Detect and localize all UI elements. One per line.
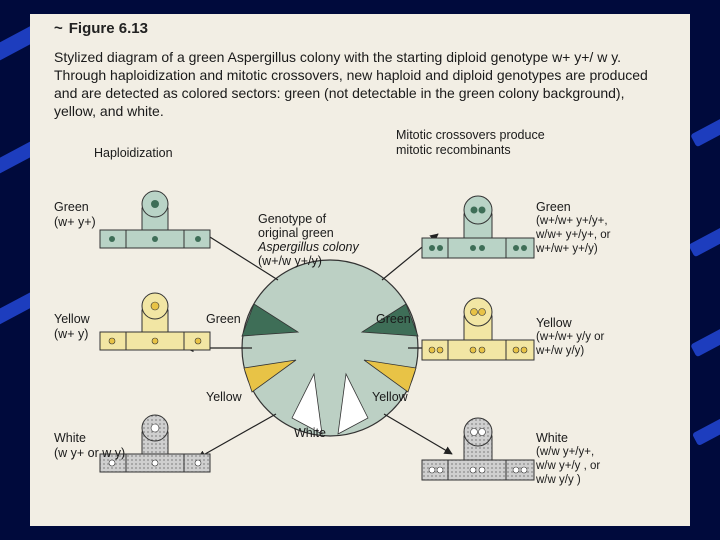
haploidization-heading: Haploidization bbox=[94, 146, 173, 160]
left-yellow-name: Yellow bbox=[54, 312, 90, 326]
center-label-line2: original green bbox=[258, 226, 334, 240]
hypha-left-white bbox=[99, 414, 211, 473]
green-sector-left bbox=[241, 303, 300, 337]
background-stripe bbox=[691, 407, 720, 447]
yellow-sector-right bbox=[363, 359, 417, 393]
sector-label-green-left: Green bbox=[206, 312, 241, 326]
right-white-genotype-line2: w/w y+/y , or bbox=[536, 460, 601, 472]
figure-caption: Stylized diagram of a green Aspergillus … bbox=[54, 49, 648, 119]
right-green-genotype-line3: w+/w+ y+/y) bbox=[536, 243, 598, 255]
yellow-sector-left bbox=[243, 359, 297, 393]
sector-label-yellow-left: Yellow bbox=[206, 390, 242, 404]
center-label-line4: (w+/w y+/y) bbox=[258, 254, 322, 268]
right-white-name: White bbox=[536, 431, 568, 445]
figure-page: ~Figure 6.13 Stylized diagram of a green… bbox=[30, 14, 690, 526]
hypha-right-yellow bbox=[421, 297, 535, 361]
mitotic-crossover-heading-line2: mitotic recombinants bbox=[396, 143, 511, 157]
left-green-genotype: (w+ y+) bbox=[54, 215, 96, 229]
hypha-left-green bbox=[99, 190, 211, 249]
right-green-name: Green bbox=[536, 200, 571, 214]
sector-label-yellow-right: Yellow bbox=[372, 390, 408, 404]
right-yellow-genotype-line1: (w+/w+ y/y or bbox=[536, 331, 605, 343]
left-green-name: Green bbox=[54, 200, 89, 214]
colony-circle bbox=[241, 259, 419, 437]
background-stripe bbox=[690, 316, 720, 358]
left-yellow-genotype: (w+ y) bbox=[54, 327, 89, 341]
background-stripe bbox=[690, 106, 720, 148]
hypha-right-white bbox=[421, 417, 535, 481]
sector-label-white: White bbox=[294, 426, 326, 440]
left-white-genotype: (w y+ or w y) bbox=[54, 446, 126, 460]
left-white-name: White bbox=[54, 431, 86, 445]
right-green-genotype-line2: w/w+ y+/y+, or bbox=[536, 229, 611, 241]
center-label-line3: Aspergillus colony bbox=[258, 240, 359, 254]
sector-label-green-right: Green bbox=[376, 312, 411, 326]
white-sector-right bbox=[337, 372, 369, 435]
right-white-genotype-line3: w/w y/y ) bbox=[536, 474, 581, 486]
figure-title: ~Figure 6.13 bbox=[54, 20, 148, 37]
right-yellow-genotype-line2: w+/w y/y) bbox=[536, 345, 585, 357]
arrow-to-left-green bbox=[201, 231, 279, 281]
hypha-left-yellow bbox=[99, 292, 211, 351]
hypha-right-green bbox=[421, 195, 535, 259]
arrow-to-left-white bbox=[197, 413, 277, 459]
green-sector-right bbox=[360, 303, 419, 337]
white-sector-left bbox=[291, 372, 323, 435]
mitotic-crossover-heading-line1: Mitotic crossovers produce bbox=[396, 128, 545, 142]
right-green-genotype-line1: (w+/w+ y+/y+, bbox=[536, 215, 608, 227]
aspergillus-diagram bbox=[99, 190, 535, 481]
arrow-to-right-white bbox=[383, 413, 453, 455]
right-white-genotype-line1: (w/w y+/y+, bbox=[536, 446, 595, 458]
right-yellow-name: Yellow bbox=[536, 316, 572, 330]
center-label-line1: Genotype of bbox=[258, 212, 327, 226]
background-stripe bbox=[688, 216, 720, 258]
